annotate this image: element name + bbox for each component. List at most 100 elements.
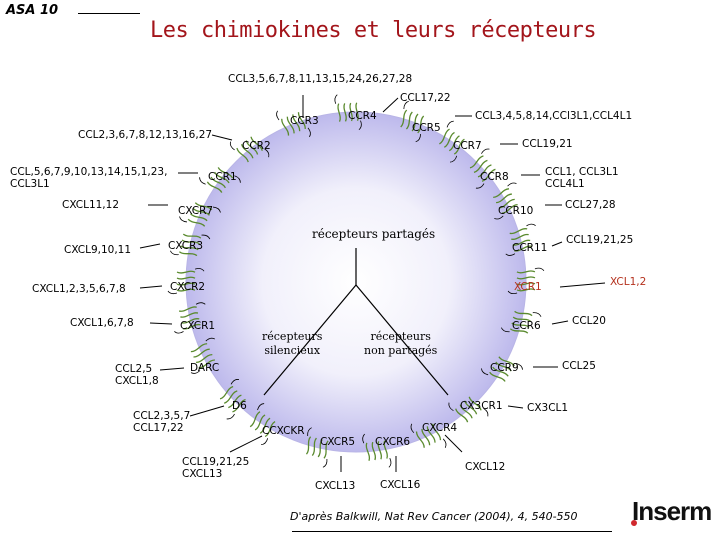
ligand-leader-lines bbox=[139, 95, 606, 472]
slide-code: ASA 10 bbox=[6, 3, 59, 18]
receptor-glyph-ccr3 bbox=[276, 110, 311, 138]
receptor-glyph-ccxckr bbox=[249, 403, 276, 446]
receptor-darc: DARC bbox=[190, 362, 220, 374]
ligands-ccr7: CCL19,21 bbox=[522, 138, 573, 150]
ligand-line-ccr5-0: CCL3,4,5,8,14,CCl3L1,CCL4L1 bbox=[475, 110, 633, 122]
leader-cx3cr1 bbox=[507, 405, 524, 409]
page-title: Les chimiokines et leurs récepteurs bbox=[150, 18, 597, 43]
label-shared-receptors: récepteurs partagés bbox=[312, 227, 436, 241]
receptor-ccr7: CCR7 bbox=[453, 140, 482, 152]
inserm-logo: Inserm bbox=[632, 496, 712, 526]
receptor-cxcr7: CXCR7 bbox=[178, 205, 214, 217]
ligand-line-darc-1: CXCL1,8 bbox=[115, 375, 159, 387]
ligands-ccr9: CCL25 bbox=[562, 360, 596, 372]
silent-line-1: récepteurs bbox=[262, 330, 323, 343]
ligand-line-xcr1-0: XCL1,2 bbox=[610, 276, 647, 288]
ligand-line-cxcr6-0: CXCL16 bbox=[380, 479, 421, 491]
ligand-line-ccr7-0: CCL19,21 bbox=[522, 138, 573, 150]
unshared-line-1: récepteurs bbox=[370, 330, 431, 343]
ligand-line-ccr8-1: CCL4L1 bbox=[545, 178, 585, 190]
ligand-line-ccr1-0: CCL,5,6,7,9,10,13,14,15,1,23, bbox=[10, 166, 168, 178]
receptor-glyph-cxcr4 bbox=[410, 423, 447, 449]
receptor-ccr3: CCR3 bbox=[290, 115, 319, 127]
receptor-cxcr6: CXCR6 bbox=[375, 436, 411, 448]
ligand-line-ccr8-0: CCL1, CCL3L1 bbox=[545, 166, 619, 178]
leader-ccr6 bbox=[551, 320, 569, 325]
ligand-line-ccr11-0: CCL19,21,25 bbox=[566, 234, 634, 246]
receptor-glyph-ccr8 bbox=[469, 148, 496, 189]
leader-ccr4 bbox=[382, 97, 399, 113]
ligand-line-ccr10-0: CCL27,28 bbox=[565, 199, 616, 211]
receptor-glyph-cxcr5 bbox=[305, 427, 329, 468]
receptor-xcr1: XCR1 bbox=[514, 281, 542, 293]
receptor-cxcr3: CXCR3 bbox=[168, 240, 204, 252]
receptor-ccr10: CCR10 bbox=[498, 205, 534, 217]
ligands-cxcr2: CXCL1,2,3,5,6,7,8 bbox=[32, 283, 126, 295]
ligand-line-ccr6-0: CCL20 bbox=[572, 315, 606, 327]
receptor-glyph-ccr6 bbox=[500, 310, 542, 334]
ligand-line-ccxckr-1: CXCL13 bbox=[182, 468, 223, 480]
ligands-ccr2: CCL2,3,6,7,8,12,13,16,27 bbox=[78, 129, 212, 141]
ligands-cxcr6: CXCL16 bbox=[380, 479, 420, 491]
ligands-cxcr1: CXCL1,6,7,8 bbox=[70, 317, 134, 329]
receptor-ccr1: CCR1 bbox=[208, 171, 237, 183]
ligand-line-cxcr7-0: CXCL11,12 bbox=[62, 199, 120, 211]
unshared-line-2: non partagés bbox=[364, 344, 438, 357]
ligand-line-d6-1: CCL17,22 bbox=[133, 422, 184, 434]
ligand-line-ccr4-0: CCL17,22 bbox=[400, 92, 451, 104]
receptor-glyph-cxcr1 bbox=[174, 302, 206, 334]
ligands-ccr1: CCL,5,6,7,9,10,13,14,15,1,23,CCL3L1 bbox=[10, 166, 167, 190]
ligand-line-cxcr1-0: CXCL1,6,7,8 bbox=[70, 317, 134, 329]
receptor-cxcr2: CXCR2 bbox=[170, 281, 206, 293]
ligand-line-cxcr5-0: CXCL13 bbox=[315, 480, 356, 492]
ligands-ccr6: CCL20 bbox=[572, 315, 606, 327]
receptor-d6: D6 bbox=[232, 400, 247, 412]
receptor-ccr4: CCR4 bbox=[348, 110, 377, 122]
ligand-line-ccr9-0: CCL25 bbox=[562, 360, 596, 372]
leader-d6 bbox=[189, 405, 225, 417]
receptor-glyph-ccr2 bbox=[229, 136, 270, 163]
logo-dot-icon bbox=[631, 520, 637, 526]
ligands-ccr11: CCL19,21,25 bbox=[566, 234, 633, 246]
label-silent-receptors: récepteurs silencieux bbox=[262, 330, 322, 358]
ligands-ccr4: CCL17,22 bbox=[400, 92, 451, 104]
ligands-ccr3: CCL3,5,6,7,8,11,13,15,24,26,27,28 bbox=[228, 73, 412, 85]
leader-cxcr2 bbox=[139, 285, 163, 289]
leader-ccr2 bbox=[211, 134, 233, 141]
leader-cxcr4 bbox=[444, 434, 463, 453]
ligands-cxcr7: CXCL11,12 bbox=[62, 199, 119, 211]
leader-ccr11 bbox=[551, 241, 563, 247]
ligand-line-ccr3-0: CCL3,5,6,7,8,11,13,15,24,26,27,28 bbox=[228, 73, 413, 85]
ligand-line-ccxckr-0: CCL19,21,25 bbox=[182, 456, 250, 468]
divider-line-right bbox=[355, 284, 449, 396]
ligand-line-cx3cr1-0: CX3CL1 bbox=[527, 402, 569, 414]
receptor-ccr6: CCR6 bbox=[512, 320, 541, 332]
ligands-cx3cr1: CX3CL1 bbox=[527, 402, 568, 414]
receptor-ccr5: CCR5 bbox=[412, 122, 441, 134]
receptor-glyph-cx3cr1 bbox=[448, 396, 489, 423]
receptor-glyph-darc bbox=[190, 337, 215, 374]
ligands-ccr10: CCL27,28 bbox=[565, 199, 616, 211]
receptor-glyph-ccr5 bbox=[400, 100, 425, 143]
ligand-line-cxcr2-0: CXCL1,2,3,5,6,7,8 bbox=[32, 283, 126, 295]
receptor-glyph-cxcr3 bbox=[169, 233, 211, 257]
header-rule bbox=[78, 13, 140, 14]
receptor-glyph-ccr11 bbox=[505, 223, 536, 256]
receptor-cxcr1: CXCR1 bbox=[180, 320, 216, 332]
ligands-xcr1: XCL1,2 bbox=[610, 276, 646, 288]
citation-rule bbox=[292, 531, 612, 532]
receptor-glyph-cxcr2 bbox=[167, 268, 205, 295]
receptor-glyph-ccr10 bbox=[493, 182, 518, 220]
receptor-ccr2: CCR2 bbox=[242, 140, 271, 152]
leader-darc bbox=[159, 367, 185, 371]
leader-cxcr3 bbox=[139, 243, 161, 249]
divider-line-left bbox=[263, 284, 357, 396]
ligands-cxcr3: CXCL9,10,11 bbox=[64, 244, 131, 256]
receptor-glyph-ccr9 bbox=[481, 356, 523, 382]
ligand-line-cxcr3-0: CXCL9,10,11 bbox=[64, 244, 132, 256]
receptor-glyph-cxcr6 bbox=[362, 433, 392, 468]
label-unshared-receptors: récepteurs non partagés bbox=[364, 330, 437, 358]
